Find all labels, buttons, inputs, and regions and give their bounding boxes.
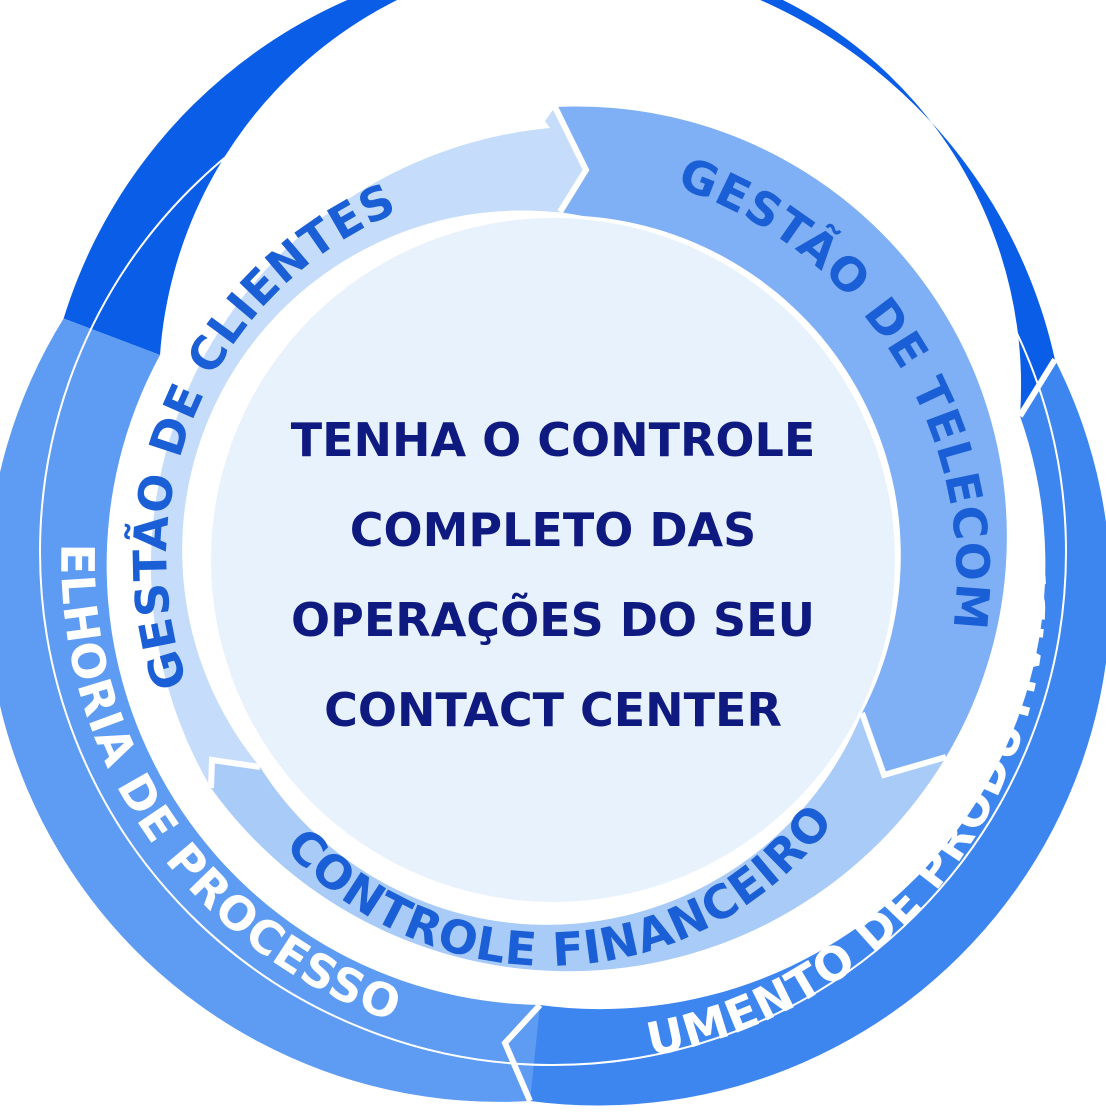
- center-circle: [211, 218, 895, 902]
- segment-aumento: [505, 359, 1106, 1106]
- segment-melhoria: [0, 318, 540, 1102]
- segment-clientes: [150, 107, 586, 788]
- segment-telecom: [555, 106, 1007, 775]
- center-message: TENHA O CONTROLE COMPLETO DAS OPERAÇÕES …: [253, 395, 853, 755]
- center-line-2: COMPLETO DAS: [349, 503, 757, 557]
- center-line-4: CONTACT CENTER: [324, 683, 782, 737]
- center-line-1: TENHA O CONTROLE: [290, 413, 816, 467]
- center-line-3: OPERAÇÕES DO SEU: [291, 593, 815, 647]
- segment-financeiro: [211, 713, 946, 972]
- inner-ring: [150, 105, 1007, 972]
